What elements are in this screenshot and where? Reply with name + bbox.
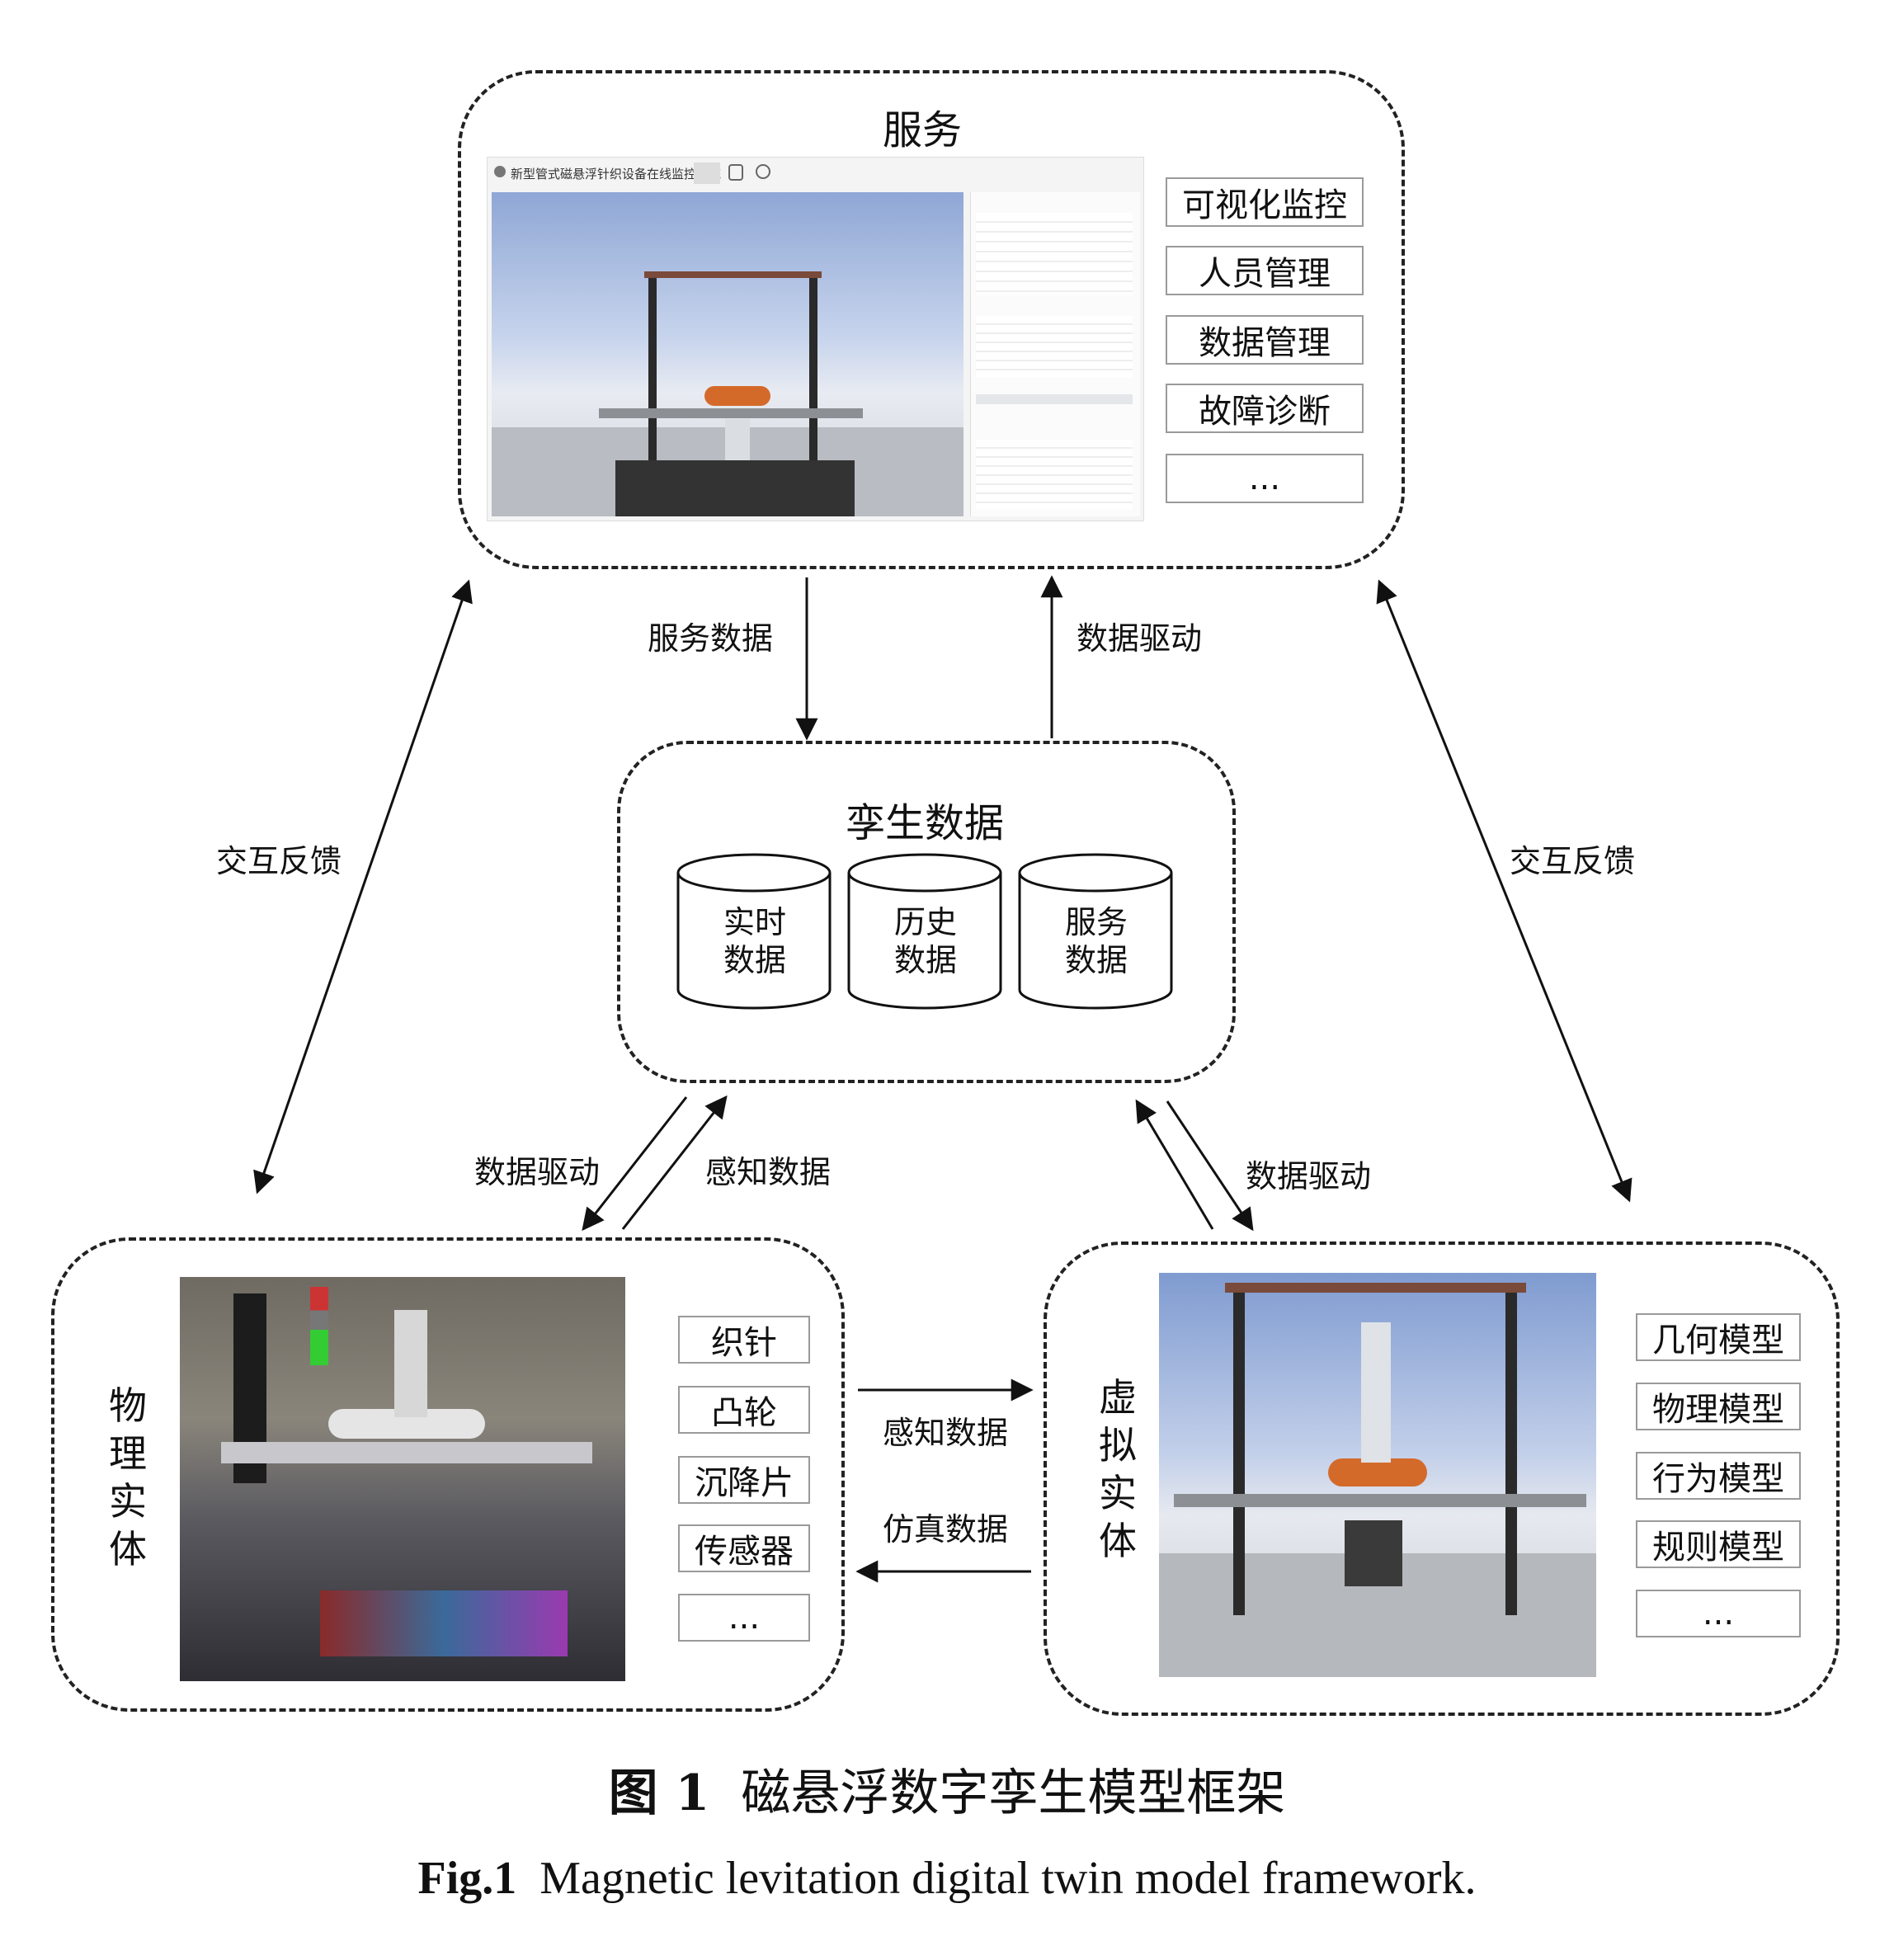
caption-cn-number: 图 1 xyxy=(608,1764,710,1822)
label-service-data: 服务数据 xyxy=(648,620,774,657)
function-data-management: 数据管理 xyxy=(1166,315,1364,365)
label-sim-data: 仿真数据 xyxy=(883,1511,1009,1548)
component-sinker: 沉降片 xyxy=(678,1456,810,1504)
ui-dark-base xyxy=(615,460,855,516)
arrow-twin-to-virtual xyxy=(1166,1100,1254,1232)
caption-chinese: 图 1 磁悬浮数字孪生模型框架 xyxy=(0,1753,1894,1825)
caption-en-text: Magnetic levitation digital twin model f… xyxy=(539,1853,1477,1904)
function-visual-monitoring: 可视化监控 xyxy=(1166,177,1364,227)
photo-column xyxy=(394,1310,427,1417)
render-motor xyxy=(1345,1520,1402,1586)
model-more: ... xyxy=(1636,1590,1801,1637)
component-more: ... xyxy=(678,1594,810,1642)
ui-table-faults xyxy=(976,316,1133,378)
cylinder-service-data xyxy=(1018,853,1173,1010)
photo-frame xyxy=(221,1442,592,1463)
ui-frame-top-bar xyxy=(644,271,822,278)
caption-cn-text: 磁悬浮数字孪生模型框架 xyxy=(741,1764,1286,1822)
ui-side-panel xyxy=(970,192,1140,516)
component-sensor: 传感器 xyxy=(678,1524,810,1572)
ui-action-buttons xyxy=(976,394,1133,404)
cylinder-service-label: 服务数据 xyxy=(1064,904,1128,978)
label-data-drive-up: 数据驱动 xyxy=(1077,620,1203,657)
twin-data-region xyxy=(617,741,1236,1083)
component-cam: 凸轮 xyxy=(678,1386,810,1434)
render-table xyxy=(1174,1494,1586,1507)
render-knitting-head xyxy=(1328,1458,1427,1486)
virtual-machine-render xyxy=(1159,1273,1596,1677)
cylinder-history-data xyxy=(847,853,1002,1010)
cylinder-realtime-data xyxy=(676,853,832,1010)
arrow-feedback-left xyxy=(253,579,473,1194)
model-physics: 物理模型 xyxy=(1636,1383,1801,1430)
ui-database-icon xyxy=(728,164,743,181)
ui-frame-right-post xyxy=(809,275,817,460)
ui-3d-viewport xyxy=(492,192,963,516)
render-left-post xyxy=(1233,1289,1245,1615)
physical-entity-title: 物理实体 xyxy=(109,1383,147,1571)
arrow-feedback-right xyxy=(1376,579,1633,1203)
physical-entity-region xyxy=(51,1237,845,1712)
twin-data-title: 孪生数据 xyxy=(846,800,1005,846)
render-column xyxy=(1361,1322,1391,1463)
service-title: 服务 xyxy=(883,107,963,153)
label-sense-data-left: 感知数据 xyxy=(705,1154,832,1190)
label-feedback-left: 交互反馈 xyxy=(216,843,342,879)
label-sense-data-bottom: 感知数据 xyxy=(883,1415,1009,1451)
ui-window-title: 新型管式磁悬浮针织设备在线监控系统 xyxy=(511,167,722,181)
virtual-entity-title: 虚拟实体 xyxy=(1099,1375,1137,1563)
function-personnel-management: 人员管理 xyxy=(1166,246,1364,295)
photo-electronics xyxy=(320,1590,568,1656)
model-geometry: 几何模型 xyxy=(1636,1313,1801,1361)
caption-english: Fig.1 Magnetic levitation digital twin m… xyxy=(0,1852,1894,1905)
database-cylinders xyxy=(676,853,1173,1010)
render-top-bar xyxy=(1225,1283,1526,1293)
label-data-drive-right: 数据驱动 xyxy=(1246,1158,1372,1194)
cylinder-history-label: 历史数据 xyxy=(893,904,957,978)
label-data-drive-left: 数据驱动 xyxy=(474,1154,601,1190)
ui-frame-left-post xyxy=(648,275,657,460)
label-feedback-right: 交互反馈 xyxy=(1510,843,1636,879)
function-fault-diagnosis: 故障诊断 xyxy=(1166,384,1364,433)
component-knitting-needle: 织针 xyxy=(678,1316,810,1364)
render-right-post xyxy=(1505,1289,1517,1615)
cylinder-realtime-label: 实时数据 xyxy=(723,904,786,978)
photo-signal-light xyxy=(310,1287,328,1365)
caption-en-number: Fig.1 xyxy=(417,1853,517,1904)
arrow-twin-to-physical xyxy=(582,1096,688,1232)
ui-home-icon xyxy=(694,163,720,184)
ui-table-history xyxy=(976,440,1133,510)
arrow-virtual-to-twin xyxy=(1135,1099,1214,1230)
ui-knitting-head xyxy=(704,386,770,406)
model-rule: 规则模型 xyxy=(1636,1520,1801,1568)
ui-table-records xyxy=(976,213,1133,295)
monitoring-ui-screenshot: 新型管式磁悬浮针织设备在线监控系统 xyxy=(487,157,1144,521)
virtual-entity-region xyxy=(1044,1241,1840,1716)
model-behavior: 行为模型 xyxy=(1636,1452,1801,1500)
arrow-physical-to-twin xyxy=(621,1095,728,1230)
ui-table xyxy=(599,408,863,418)
ui-settings-icon xyxy=(756,164,770,179)
service-region xyxy=(458,70,1405,569)
function-more: ... xyxy=(1166,454,1364,503)
physical-machine-photo xyxy=(180,1277,625,1681)
ui-logo-icon xyxy=(494,166,506,177)
